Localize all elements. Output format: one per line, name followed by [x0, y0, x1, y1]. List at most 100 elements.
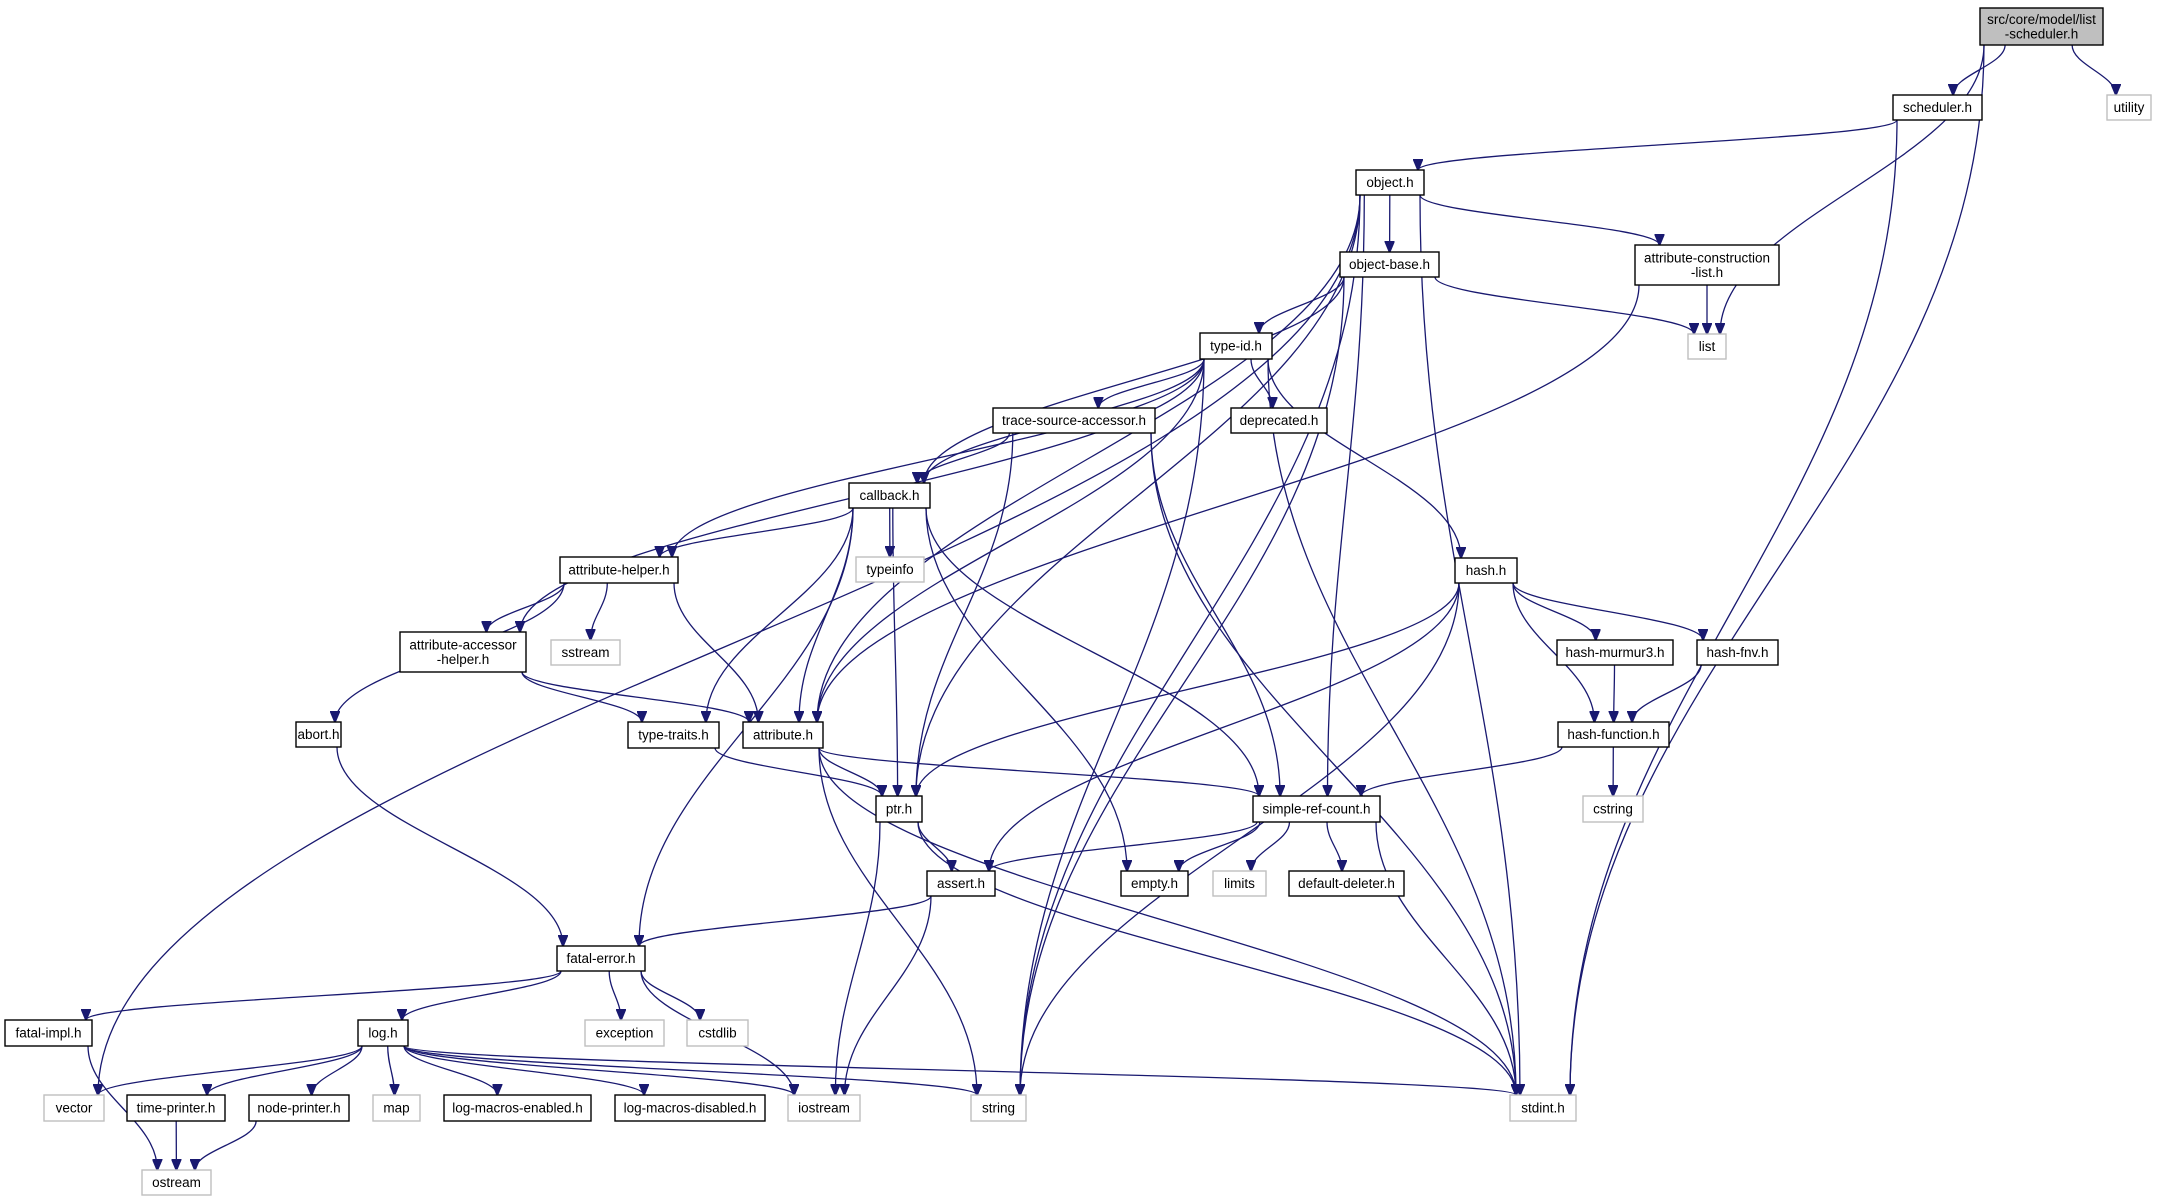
node-deprecated[interactable]: deprecated.h — [1230, 407, 1328, 434]
node-hash-function[interactable]: hash-function.h — [1557, 721, 1670, 748]
node-box-cstring[interactable] — [1582, 795, 1644, 823]
node-exception[interactable]: exception — [584, 1019, 665, 1047]
node-object-base[interactable]: object-base.h — [1339, 251, 1440, 278]
node-fatal-error[interactable]: fatal-error.h — [556, 945, 646, 972]
node-type-id[interactable]: type-id.h — [1199, 332, 1273, 360]
node-cstdlib[interactable]: cstdlib — [686, 1019, 749, 1047]
node-box-vector[interactable] — [43, 1094, 105, 1122]
edge-simple-ref-count-to-limits — [1251, 821, 1291, 871]
node-box-hash-function[interactable] — [1557, 721, 1670, 748]
node-map[interactable]: map — [372, 1094, 421, 1122]
node-label: hash-function.h — [1567, 727, 1659, 742]
node-box-ostream[interactable] — [141, 1169, 212, 1196]
node-box-default-deleter[interactable] — [1288, 870, 1405, 897]
edge-log-to-log-macros-disabled — [403, 1045, 644, 1095]
node-simple-ref-count[interactable]: simple-ref-count.h — [1252, 795, 1381, 823]
node-assert[interactable]: assert.h — [926, 870, 996, 897]
node-sstream[interactable]: sstream — [550, 639, 621, 666]
node-box-log-macros-enabled[interactable] — [443, 1094, 592, 1122]
node-attribute[interactable]: attribute.h — [742, 721, 824, 749]
node-node-printer[interactable]: node-printer.h — [248, 1094, 350, 1122]
node-box-trace-source-accessor[interactable] — [992, 407, 1156, 434]
node-hash[interactable]: hash.h — [1454, 557, 1518, 584]
node-callback[interactable]: callback.h — [848, 482, 931, 509]
node-box-time-printer[interactable] — [126, 1094, 226, 1122]
node-ptr[interactable]: ptr.h — [875, 795, 923, 823]
edge-object-to-vector — [98, 194, 1361, 1095]
node-list[interactable]: list — [1687, 333, 1727, 360]
node-abort[interactable]: abort.h — [295, 721, 342, 748]
node-empty[interactable]: empty.h — [1120, 870, 1189, 897]
node-box-type-traits[interactable] — [627, 721, 720, 749]
node-box-hash-fnv[interactable] — [1696, 639, 1779, 666]
edge-trace-source-accessor-to-simple-ref-count — [1150, 432, 1280, 796]
node-box-fatal-error[interactable] — [556, 945, 646, 972]
node-box-log[interactable] — [357, 1019, 409, 1047]
edge-type-id-to-string — [1020, 358, 1205, 1095]
node-box-utility[interactable] — [2106, 94, 2152, 121]
node-box-hash-murmur3[interactable] — [1556, 639, 1674, 666]
node-default-deleter[interactable]: default-deleter.h — [1288, 870, 1405, 897]
node-box-fatal-impl[interactable] — [4, 1019, 93, 1047]
node-box-attribute-accessor-helper[interactable] — [399, 631, 527, 673]
node-box-empty[interactable] — [1120, 870, 1189, 897]
node-box-object[interactable] — [1355, 169, 1425, 196]
node-box-type-id[interactable] — [1199, 332, 1273, 360]
node-ostream[interactable]: ostream — [141, 1169, 212, 1196]
node-box-stdint[interactable] — [1509, 1094, 1577, 1122]
node-object[interactable]: object.h — [1355, 169, 1425, 196]
node-box-limits[interactable] — [1212, 870, 1267, 897]
node-time-printer[interactable]: time-printer.h — [126, 1094, 226, 1122]
node-box-scheduler[interactable] — [1892, 94, 1983, 121]
node-box-cstdlib[interactable] — [686, 1019, 749, 1047]
node-box-deprecated[interactable] — [1230, 407, 1328, 434]
node-box-hash[interactable] — [1454, 557, 1518, 584]
node-cstring[interactable]: cstring — [1582, 795, 1644, 823]
node-attribute-helper[interactable]: attribute-helper.h — [559, 556, 679, 584]
node-box-attribute[interactable] — [742, 721, 824, 749]
node-root[interactable]: src/core/model/list-scheduler.h — [1979, 7, 2104, 46]
node-box-root[interactable] — [1979, 7, 2104, 46]
node-box-attr-constr-list[interactable] — [1634, 244, 1780, 286]
node-iostream[interactable]: iostream — [787, 1094, 861, 1122]
node-box-string[interactable] — [970, 1094, 1027, 1122]
node-limits[interactable]: limits — [1212, 870, 1267, 897]
node-attr-constr-list[interactable]: attribute-construction-list.h — [1634, 244, 1780, 286]
edge-hash-to-hash-fnv — [1512, 582, 1703, 640]
edge-fatal-error-to-fatal-impl — [86, 970, 562, 1020]
node-box-exception[interactable] — [584, 1019, 665, 1047]
node-utility[interactable]: utility — [2106, 94, 2152, 121]
node-typeinfo[interactable]: typeinfo — [855, 556, 925, 583]
node-hash-murmur3[interactable]: hash-murmur3.h — [1556, 639, 1674, 666]
node-fatal-impl[interactable]: fatal-impl.h — [4, 1019, 93, 1047]
node-trace-source-accessor[interactable]: trace-source-accessor.h — [992, 407, 1156, 434]
node-box-sstream[interactable] — [550, 639, 621, 666]
node-box-list[interactable] — [1687, 333, 1727, 360]
node-log-macros-enabled[interactable]: log-macros-enabled.h — [443, 1094, 592, 1122]
node-hash-fnv[interactable]: hash-fnv.h — [1696, 639, 1779, 666]
node-box-attribute-helper[interactable] — [559, 556, 679, 584]
node-box-assert[interactable] — [926, 870, 996, 897]
node-type-traits[interactable]: type-traits.h — [627, 721, 720, 749]
node-label: src/core/model/list — [1987, 12, 2096, 27]
node-box-abort[interactable] — [295, 721, 342, 748]
node-log[interactable]: log.h — [357, 1019, 409, 1047]
node-box-callback[interactable] — [848, 482, 931, 509]
node-box-ptr[interactable] — [875, 795, 923, 823]
node-box-typeinfo[interactable] — [855, 556, 925, 583]
node-string[interactable]: string — [970, 1094, 1027, 1122]
node-attribute-accessor-helper[interactable]: attribute-accessor-helper.h — [399, 631, 527, 673]
node-box-simple-ref-count[interactable] — [1252, 795, 1381, 823]
node-box-log-macros-disabled[interactable] — [614, 1094, 766, 1122]
node-box-iostream[interactable] — [787, 1094, 861, 1122]
edge-ptr-to-assert — [917, 821, 952, 871]
node-box-node-printer[interactable] — [248, 1094, 350, 1122]
node-label: abort.h — [297, 727, 339, 742]
node-scheduler[interactable]: scheduler.h — [1892, 94, 1983, 121]
node-log-macros-disabled[interactable]: log-macros-disabled.h — [614, 1094, 766, 1122]
node-vector[interactable]: vector — [43, 1094, 105, 1122]
edge-object-to-ptr — [916, 194, 1361, 796]
node-box-object-base[interactable] — [1339, 251, 1440, 278]
node-box-map[interactable] — [372, 1094, 421, 1122]
node-stdint[interactable]: stdint.h — [1509, 1094, 1577, 1122]
